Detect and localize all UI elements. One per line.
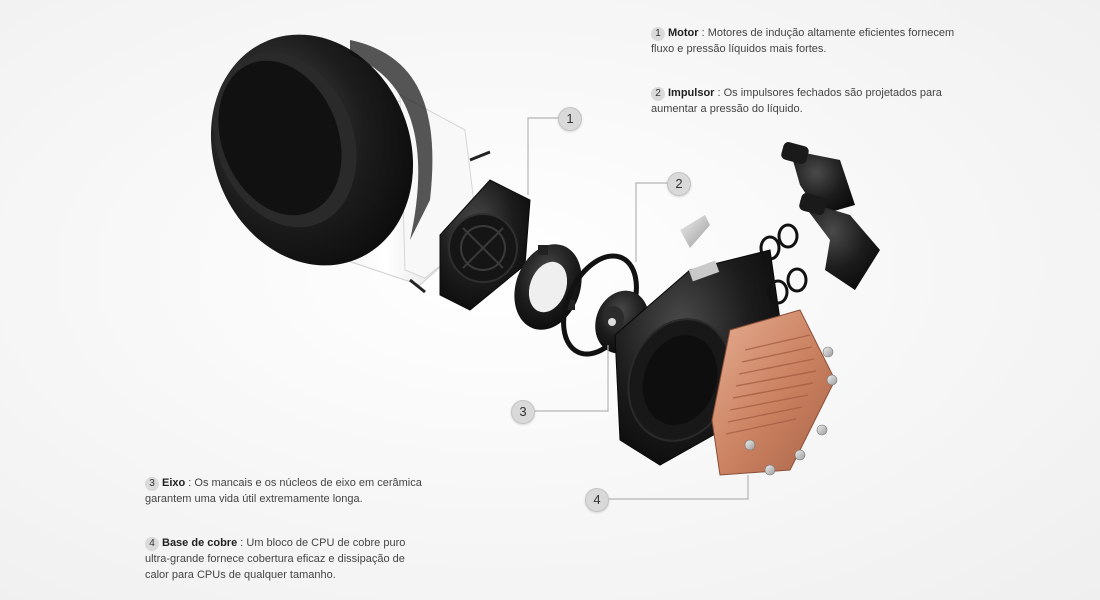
note-title: Eixo [162, 477, 186, 489]
stator-plate-part [439, 179, 531, 311]
note-separator: : [714, 87, 724, 99]
note-title: Impulsor [668, 87, 715, 99]
leader-line-2 [635, 182, 668, 262]
leader-line-4 [608, 475, 749, 500]
fittings-part [781, 142, 880, 290]
note-text: Um bloco de CPU de cobre puro ultra-gran… [145, 537, 406, 581]
o-rings-part [759, 223, 808, 305]
note-text: Motores de indução altamente eficientes … [651, 27, 955, 55]
note-separator: : [698, 27, 708, 39]
note-separator: : [237, 537, 247, 549]
callout-3: 3 [511, 400, 535, 424]
leader-line-1 [527, 117, 560, 195]
note-title: Motor [668, 27, 699, 39]
callout-2: 2 [667, 172, 691, 196]
note-text: Os mancais e os núcleos de eixo em cerâm… [145, 477, 422, 505]
callout-4: 4 [585, 488, 609, 512]
leader-line-3 [532, 345, 609, 412]
note-number: 3 [145, 477, 159, 491]
note-text: Os impulsores fechados são projetados pa… [651, 87, 942, 115]
leader-lines [527, 117, 749, 500]
copper-base-part [711, 309, 838, 476]
note-number: 1 [651, 27, 665, 41]
note-title: Base de cobre [162, 537, 238, 549]
motor-cover-part [210, 34, 491, 294]
note-number: 2 [651, 87, 665, 101]
note-separator: : [185, 477, 195, 489]
callout-1: 1 [558, 107, 582, 131]
note-number: 4 [145, 537, 159, 551]
